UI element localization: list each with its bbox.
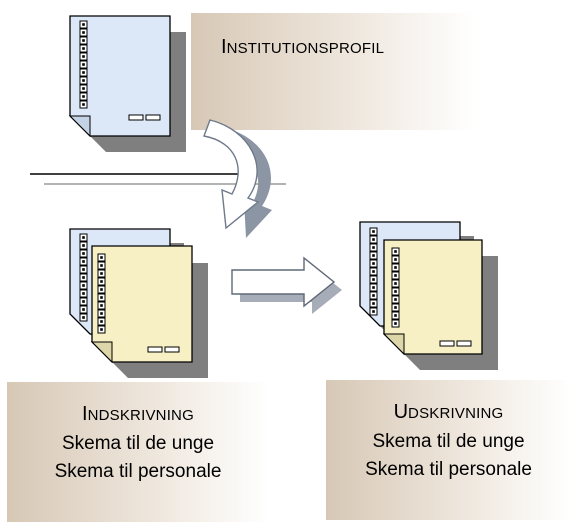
udskrivning-line-1: Skema til de unge: [372, 431, 525, 452]
form-document-icon: [68, 15, 186, 152]
institutionsprofil-label: INSTITUTIONSPROFIL: [221, 36, 385, 58]
udskrivning-line-2: Skema til personale: [365, 459, 532, 480]
udskrivning-title: UDSKRIVNING: [393, 401, 504, 423]
indskrivning-title: INDSKRIVNING: [82, 403, 194, 425]
indskrivning-box: INDSKRIVNING Skema til de unge Skema til…: [7, 382, 269, 522]
curved-arrow-icon: [203, 119, 272, 238]
form-document-icon: [382, 239, 498, 370]
indskrivning-line-2: Skema til personale: [54, 461, 222, 482]
indskrivning-line-1: Skema til de unge: [61, 433, 215, 454]
udskrivning-box: UDSKRIVNING Skema til de unge Skema til …: [326, 380, 571, 520]
form-document-icon: [90, 245, 208, 378]
institutionsprofil-box: INSTITUTIONSPROFIL: [191, 13, 475, 130]
right-arrow-icon: [231, 256, 342, 314]
